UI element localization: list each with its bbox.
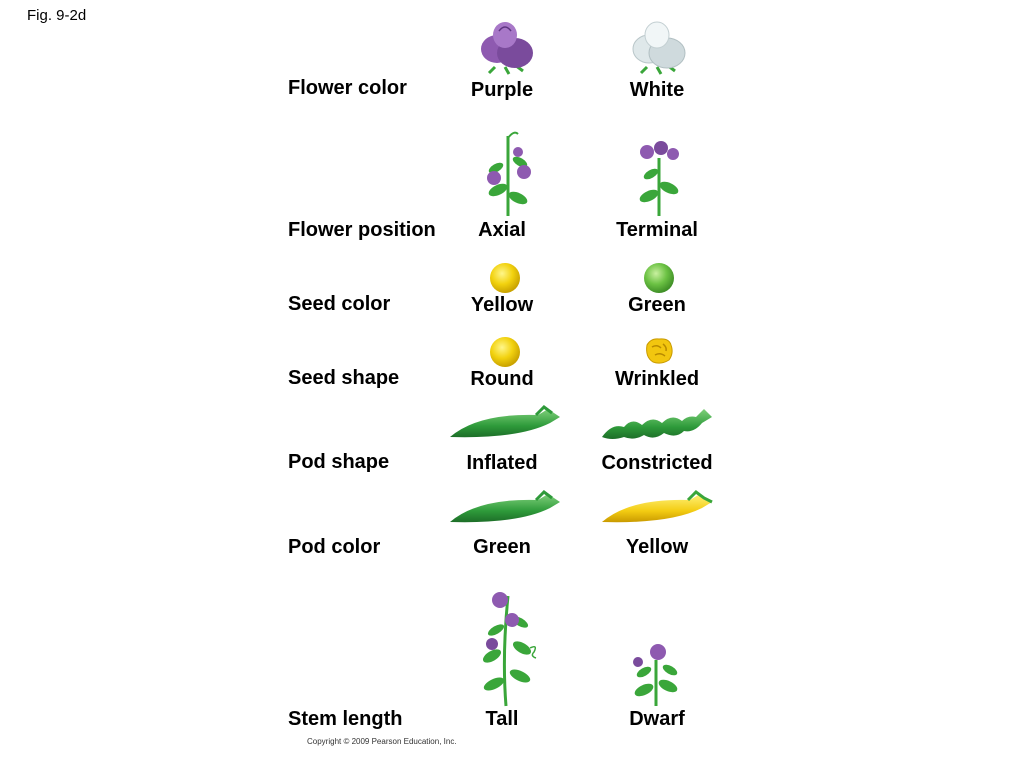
recessive-value-seed-shape: Wrinkled <box>614 368 700 390</box>
dominant-value-seed-color: Yellow <box>470 294 534 316</box>
yellow-seed-icon <box>490 263 520 293</box>
round-seed-icon <box>490 337 520 367</box>
dominant-value-stem-length: Tall <box>485 708 519 730</box>
axial-flower-plant-icon <box>487 131 531 216</box>
dominant-value-flower-color: Purple <box>470 79 534 101</box>
terminal-flower-plant-icon <box>639 141 679 216</box>
trait-label-pod-color: Pod color <box>288 536 381 558</box>
dwarf-plant-icon <box>633 644 678 706</box>
recessive-value-pod-color: Yellow <box>625 536 689 558</box>
copyright-notice: Copyright © 2009 Pearson Education, Inc. <box>307 737 457 746</box>
dominant-value-flower-position: Axial <box>478 219 526 241</box>
figure-label: Fig. 9-2d <box>27 7 87 24</box>
trait-label-seed-color: Seed color <box>288 293 391 315</box>
dominant-value-seed-shape: Round <box>470 368 534 390</box>
dominant-value-pod-color: Green <box>473 536 531 558</box>
green-pod-icon <box>450 490 560 523</box>
trait-label-stem-length: Stem length <box>288 708 403 730</box>
inflated-pod-icon <box>450 405 560 438</box>
trait-label-flower-position: Flower position <box>288 219 436 241</box>
wrinkled-seed-icon <box>646 338 673 364</box>
recessive-value-flower-color: White <box>629 79 685 101</box>
trait-label-flower-color: Flower color <box>288 77 407 99</box>
constricted-pod-icon <box>602 409 712 439</box>
recessive-value-seed-color: Green <box>628 294 686 316</box>
recessive-value-flower-position: Terminal <box>616 219 698 241</box>
green-seed-icon <box>644 263 674 293</box>
dominant-value-pod-shape: Inflated <box>466 452 538 474</box>
recessive-value-stem-length: Dwarf <box>629 708 685 730</box>
purple-flower-icon <box>481 22 533 75</box>
tall-plant-icon <box>482 592 537 707</box>
trait-label-pod-shape: Pod shape <box>288 451 390 473</box>
white-flower-icon <box>632 21 686 75</box>
trait-label-seed-shape: Seed shape <box>288 367 400 389</box>
recessive-value-pod-shape: Constricted <box>601 452 713 474</box>
yellow-pod-icon <box>602 490 713 523</box>
